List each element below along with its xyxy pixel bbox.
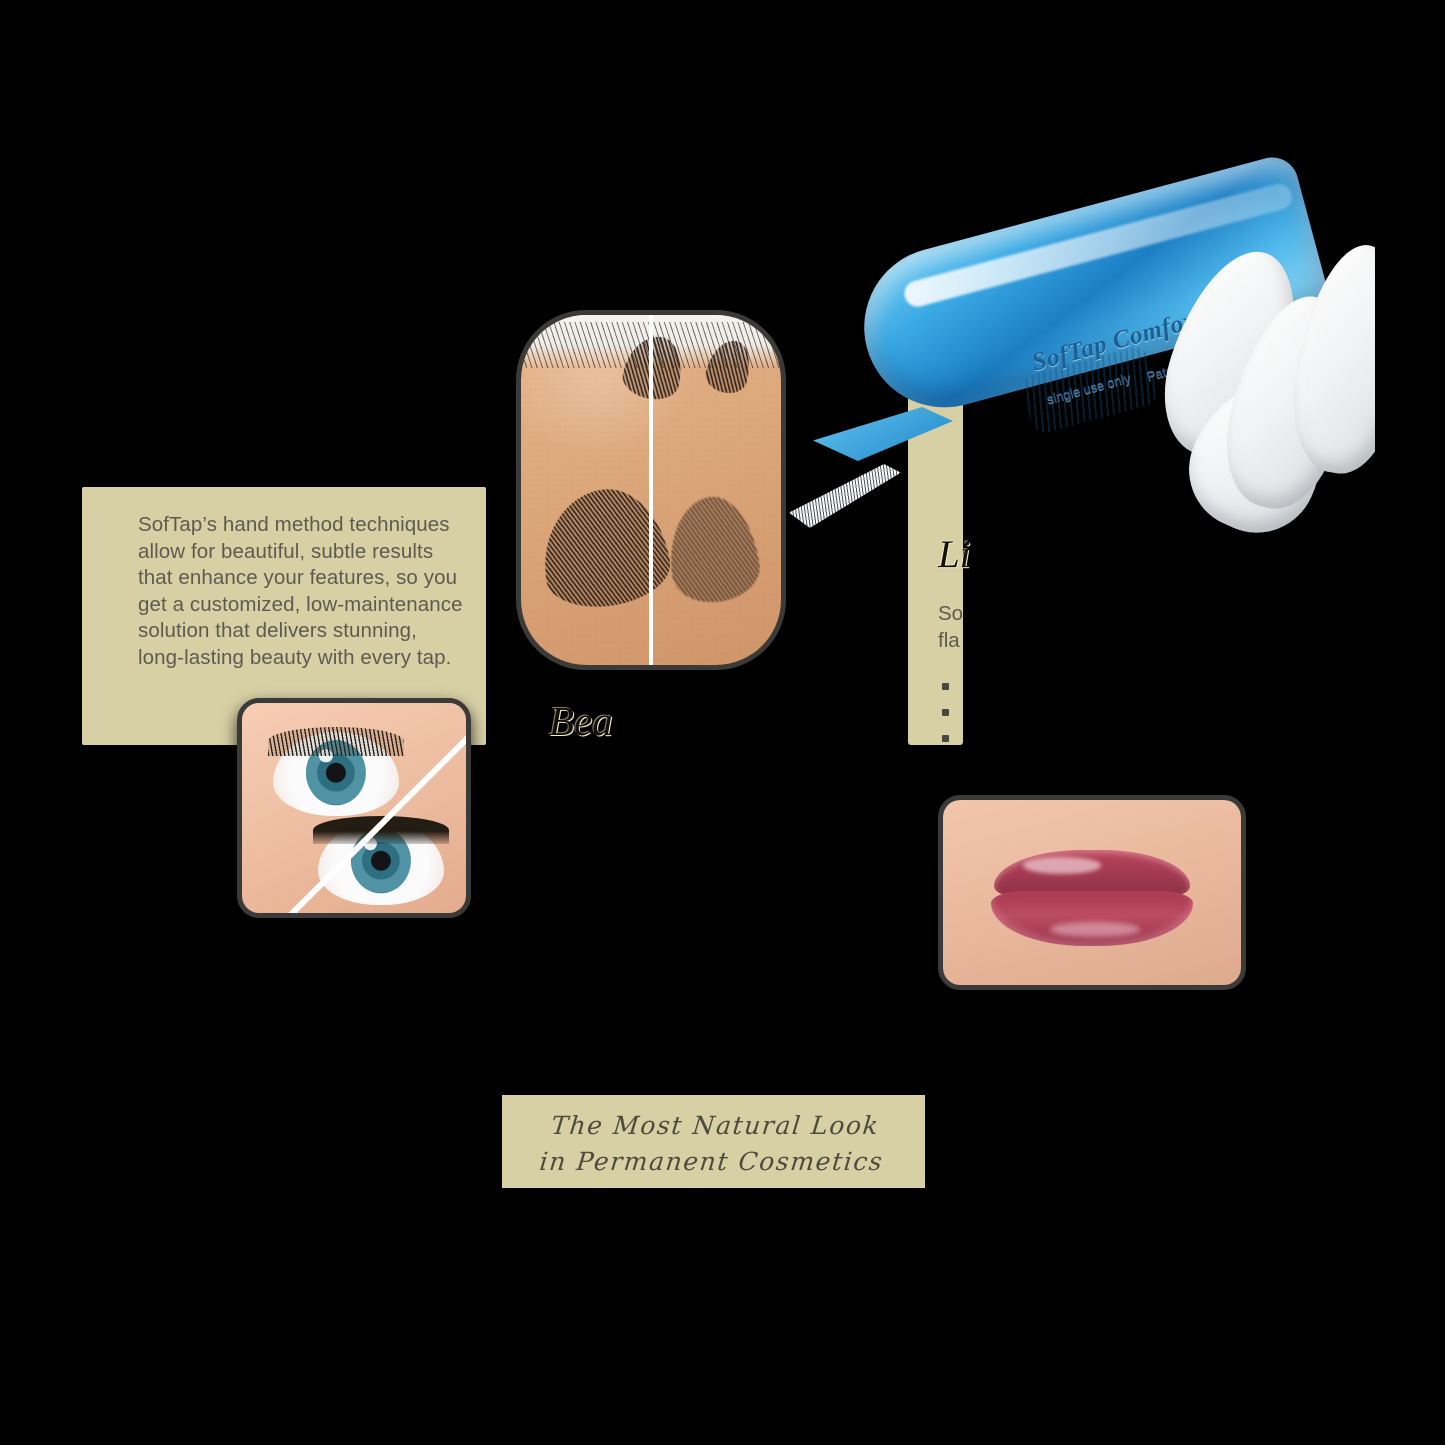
lower-lip-gloss [1050, 922, 1140, 937]
needle-blade-teeth [783, 461, 908, 532]
eye-photo-content [242, 703, 466, 913]
eye-split-divider [242, 703, 466, 913]
brow-split-divider [649, 315, 653, 665]
device-neck [813, 407, 953, 461]
brows-heading: Bea [549, 698, 613, 744]
tagline-line-1: The Most Natural Look [549, 1111, 882, 1140]
lips-body-line-1: So [938, 602, 964, 625]
left-body-copy: SofTap’s hand method techniques allow fo… [138, 513, 463, 669]
lips-bullet-2 [942, 709, 949, 716]
lips-photo-content [943, 800, 1241, 985]
brow-before-after-photo [516, 310, 786, 670]
lips-heading: Li [938, 533, 971, 576]
lips-bullet-1 [942, 683, 949, 690]
brow-photo-content [521, 315, 781, 665]
tagline-line-2: in Permanent Cosmetics [538, 1147, 886, 1176]
upper-lip-gloss [1023, 857, 1101, 874]
lips-bullet-3 [942, 735, 949, 742]
softap-device-image: SofTap Comfort System single use only Pa… [775, 151, 1421, 552]
device-image-crop-edge [1375, 232, 1415, 532]
tagline-panel [502, 1095, 925, 1188]
lips-body-copy: So fla [938, 600, 1058, 654]
lips-body-line-2: fla [938, 629, 960, 652]
tagline: The Most Natural Look in Permanent Cosme… [498, 1108, 929, 1180]
eye-before-after-photo [237, 698, 471, 918]
upper-lip [993, 849, 1191, 899]
lips-photo [938, 795, 1246, 990]
